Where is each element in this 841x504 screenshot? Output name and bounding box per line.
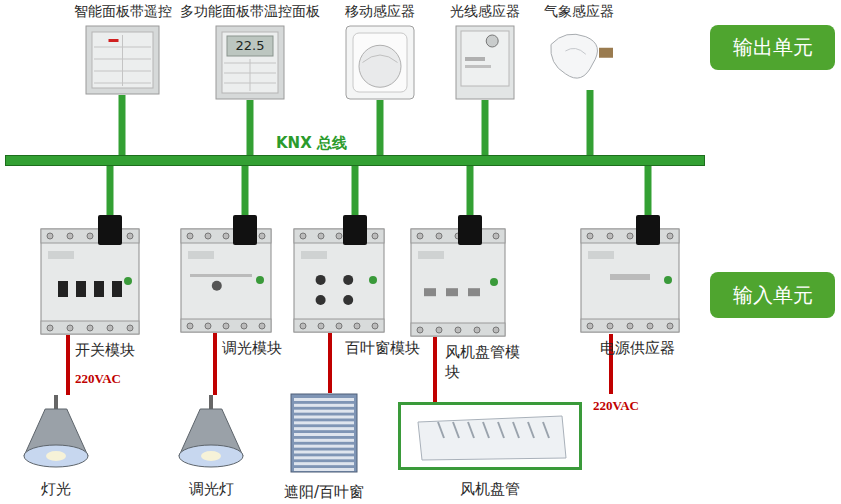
din-module-drawing	[410, 215, 506, 337]
node-label: 调光模块	[222, 339, 282, 358]
node-label: 电源供应器	[600, 339, 675, 358]
bus-line	[242, 166, 249, 215]
node-label: 移动感应器	[345, 3, 415, 21]
power-line	[328, 333, 332, 393]
node-label: 多功能面板带温控面板	[180, 3, 320, 21]
display-reading: 22.5	[227, 38, 273, 54]
din-module: 电源供应器	[580, 215, 680, 333]
fan-coil-drawing	[398, 402, 582, 470]
thermostat-panel: 多功能面板带温控面板22.5	[215, 25, 285, 100]
unit-badge: 输出单元	[710, 25, 835, 70]
thermostat-panel-drawing	[215, 25, 285, 100]
motion-sensor: 移动感应器	[345, 25, 415, 100]
voltage-label: 220VAC	[75, 371, 121, 387]
motion-sensor-drawing	[345, 25, 415, 100]
bus-line	[119, 95, 126, 155]
unit-label: 输出单元	[733, 34, 813, 61]
din-module: 调光模块	[180, 215, 272, 333]
lamp-drawing	[175, 395, 247, 470]
node-label: 百叶窗模块	[345, 339, 420, 358]
din-module: 风机盘管模块	[410, 215, 506, 337]
node-label: 风机盘管	[460, 480, 520, 499]
node-label: 遮阳/百叶窗	[284, 483, 364, 502]
bus-line	[107, 166, 114, 215]
bus-label: KNX 总线	[276, 134, 347, 153]
lamp: 调光灯	[175, 395, 247, 470]
unit-badge: 输入单元	[710, 272, 835, 318]
din-module-drawing	[580, 215, 680, 333]
bus-line	[352, 166, 359, 215]
power-line	[66, 335, 70, 395]
bus-line	[645, 166, 652, 215]
fan-coil: 风机盘管	[398, 402, 582, 470]
din-module-drawing	[180, 215, 272, 333]
node-label: 光线感应器	[450, 3, 520, 21]
weather-sensor-drawing	[545, 25, 613, 90]
din-module: 百叶窗模块	[293, 215, 385, 333]
bus-line	[482, 100, 489, 155]
power-line	[213, 333, 217, 395]
power-line	[433, 337, 437, 402]
lamp: 灯光	[20, 395, 92, 470]
din-module-drawing	[293, 215, 385, 333]
node-label: 调光灯	[189, 480, 234, 499]
weather-sensor: 气象感应器	[545, 25, 613, 90]
remote-panel-drawing	[85, 25, 160, 95]
bus-line	[587, 90, 594, 155]
blinds: 遮阳/百叶窗	[290, 393, 358, 473]
node-label: 灯光	[41, 480, 71, 499]
light-sensor-drawing	[455, 25, 515, 100]
node-label: 智能面板带遥控	[74, 3, 172, 21]
remote-panel: 智能面板带遥控	[85, 25, 160, 95]
knx-bus: KNX 总线	[5, 155, 705, 166]
node-label: 气象感应器	[544, 3, 614, 21]
unit-label: 输入单元	[733, 282, 813, 309]
din-module: 开关模块	[40, 215, 140, 335]
node-label: 开关模块	[75, 341, 135, 360]
node-label: 风机盘管模块	[445, 343, 525, 382]
bus-line	[247, 100, 254, 155]
bus-line	[377, 100, 384, 155]
bus-line	[467, 166, 474, 215]
voltage-label: 220VAC	[593, 398, 639, 414]
lamp-drawing	[20, 395, 92, 470]
blinds-drawing	[290, 393, 358, 473]
din-module-drawing	[40, 215, 140, 335]
light-sensor: 光线感应器	[455, 25, 515, 100]
